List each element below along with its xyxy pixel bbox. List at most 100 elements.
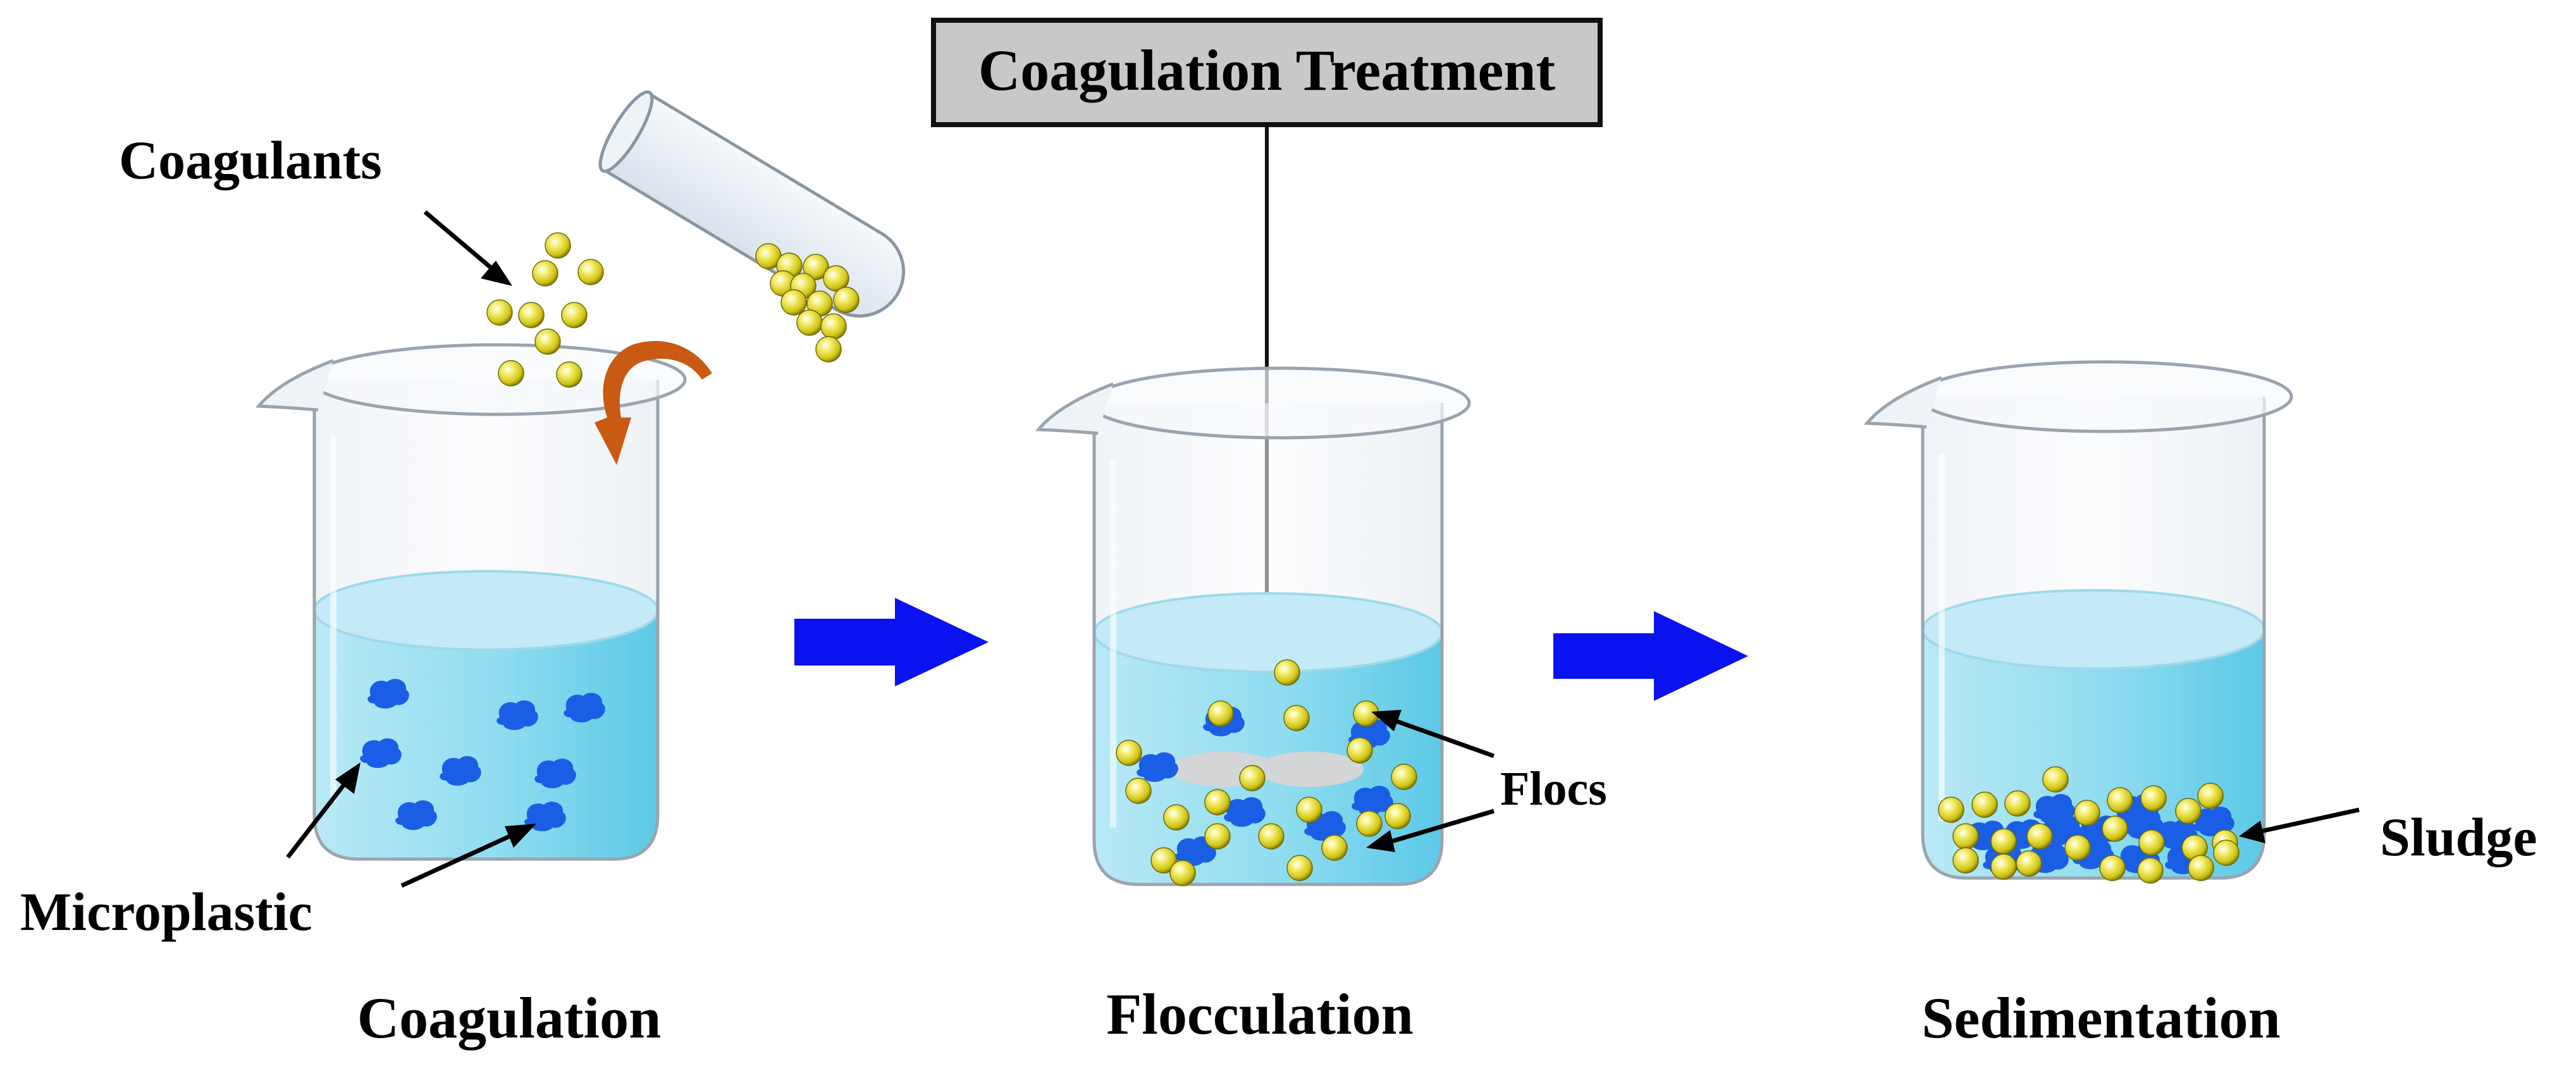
pointer-arrows: [286, 210, 2360, 888]
coagulant-particle: [1971, 791, 1998, 818]
coagulant-particle: [2026, 823, 2053, 850]
coagulant-particle: [780, 289, 807, 316]
coagulant-particle: [1952, 847, 1979, 874]
coagulant-particle: [556, 361, 582, 388]
coagulant-particle: [2140, 785, 2167, 812]
test-tube-coagulants: [755, 243, 860, 362]
coagulant-particle: [1125, 778, 1152, 804]
water-surface: [313, 570, 659, 651]
curved-arrow-icon: [595, 340, 712, 465]
water-surface: [1921, 589, 2265, 670]
microplastic-particle: [395, 800, 437, 830]
coagulant-particle: [534, 328, 561, 355]
coagulant-particle: [2213, 839, 2240, 866]
beaker-sedimentation: [1863, 360, 2293, 880]
coagulant-particle: [1274, 659, 1300, 686]
coagulant-particle: [815, 336, 842, 362]
coagulant-particle: [1321, 834, 1348, 861]
microplastic-particle: [1224, 797, 1266, 827]
stage-caption-flocculation: Flocculation: [1106, 982, 1414, 1046]
coagulant-particle: [1296, 796, 1322, 823]
coagulant-particle: [1258, 823, 1285, 850]
coagulant-particle: [2197, 783, 2224, 809]
coagulant-particle: [2102, 815, 2128, 842]
flocs-label: Flocs: [1500, 762, 1607, 815]
coagulant-particle: [833, 287, 860, 313]
stage-caption-coagulation: Coagulation: [357, 986, 662, 1050]
microplastic-particle: [367, 679, 409, 709]
coagulant-particle: [577, 259, 604, 285]
title-box-frame: [931, 18, 1603, 127]
coagulant-particle: [1952, 823, 1979, 850]
coagulant-particle: [2074, 800, 2100, 826]
coagulant-particle: [2004, 790, 2031, 817]
coagulant-particle: [1283, 705, 1310, 731]
beaker-outline: [1092, 403, 1444, 886]
coagulant-particle: [1990, 828, 2017, 855]
microplastic-particle: [2193, 807, 2234, 836]
coagulant-particle: [1391, 764, 1417, 790]
beaker-rim: [1088, 366, 1471, 440]
coagulant-particle: [1207, 700, 1234, 727]
beaker-outline: [1921, 397, 2266, 880]
coagulant-particle: [561, 302, 588, 328]
title-box: Coagulation Treatment: [931, 18, 1603, 127]
beaker-spout: [1863, 376, 1942, 429]
stage-caption-sedimentation: Sedimentation: [1921, 986, 2280, 1050]
right-arrow-icon: [794, 598, 989, 686]
microplastic-particle: [1352, 786, 1393, 815]
microplastic-particle: [2033, 794, 2075, 824]
sludge-label: Sludge: [2380, 807, 2537, 867]
beaker-coagulation: [255, 343, 687, 861]
coagulant-particle: [1938, 796, 1964, 823]
microplastic-particle: [564, 693, 605, 722]
coagulant-particle: [1356, 810, 1383, 837]
microplastic-particle: [534, 759, 576, 788]
microplastic-particle: [440, 756, 481, 786]
coagulant-particle: [2099, 855, 2126, 881]
coagulant-particle: [1204, 823, 1231, 850]
coagulant-particle: [820, 313, 847, 340]
coagulant-particle: [1116, 740, 1142, 766]
coagulant-particle: [1163, 804, 1190, 831]
coagulant-particle: [1286, 855, 1313, 881]
beaker-outline: [312, 380, 660, 861]
coagulant-particle: [518, 302, 545, 328]
coagulant-particle: [1169, 860, 1196, 886]
water-surface: [1093, 592, 1443, 673]
coagulant-particle: [2016, 850, 2042, 877]
coagulants-label: Coagulants: [119, 130, 382, 190]
coagulant-particle: [1990, 853, 2017, 880]
beaker-water: [314, 610, 658, 859]
beaker-spout: [1035, 382, 1114, 435]
diagram-title: Coagulation Treatment: [978, 38, 1556, 102]
microplastic-label: Microplastic: [20, 881, 312, 942]
beaker-spout: [255, 359, 334, 412]
test-tube-icon: [598, 90, 906, 318]
coagulant-particle: [1150, 847, 1177, 874]
coagulant-particle: [1239, 765, 1266, 791]
coagulant-particle: [545, 232, 571, 259]
microplastic-particle: [360, 738, 402, 768]
coagulant-particle: [2042, 766, 2069, 793]
coagulant-particle: [2137, 857, 2164, 884]
beaker-rim: [1916, 360, 2293, 433]
microplastic-particle: [496, 700, 538, 730]
coagulant-particle: [1384, 803, 1411, 829]
microplastic-particle: [1174, 836, 1216, 866]
coagulant-particle: [2064, 834, 2091, 861]
coagulant-particle: [532, 260, 558, 287]
coagulant-particle: [2188, 855, 2214, 881]
coagulant-particle: [823, 265, 849, 292]
coagulant-particle: [498, 360, 524, 387]
coagulant-particle: [2107, 787, 2133, 814]
coagulant-particle: [2138, 829, 2165, 856]
coagulant-particle: [2175, 798, 2202, 824]
coagulant-particle: [796, 309, 823, 336]
microplastic-particle: [1137, 752, 1178, 782]
coagulant-particle: [1347, 737, 1373, 764]
right-arrow-icon: [1553, 611, 1748, 701]
coagulant-particle: [803, 254, 829, 280]
